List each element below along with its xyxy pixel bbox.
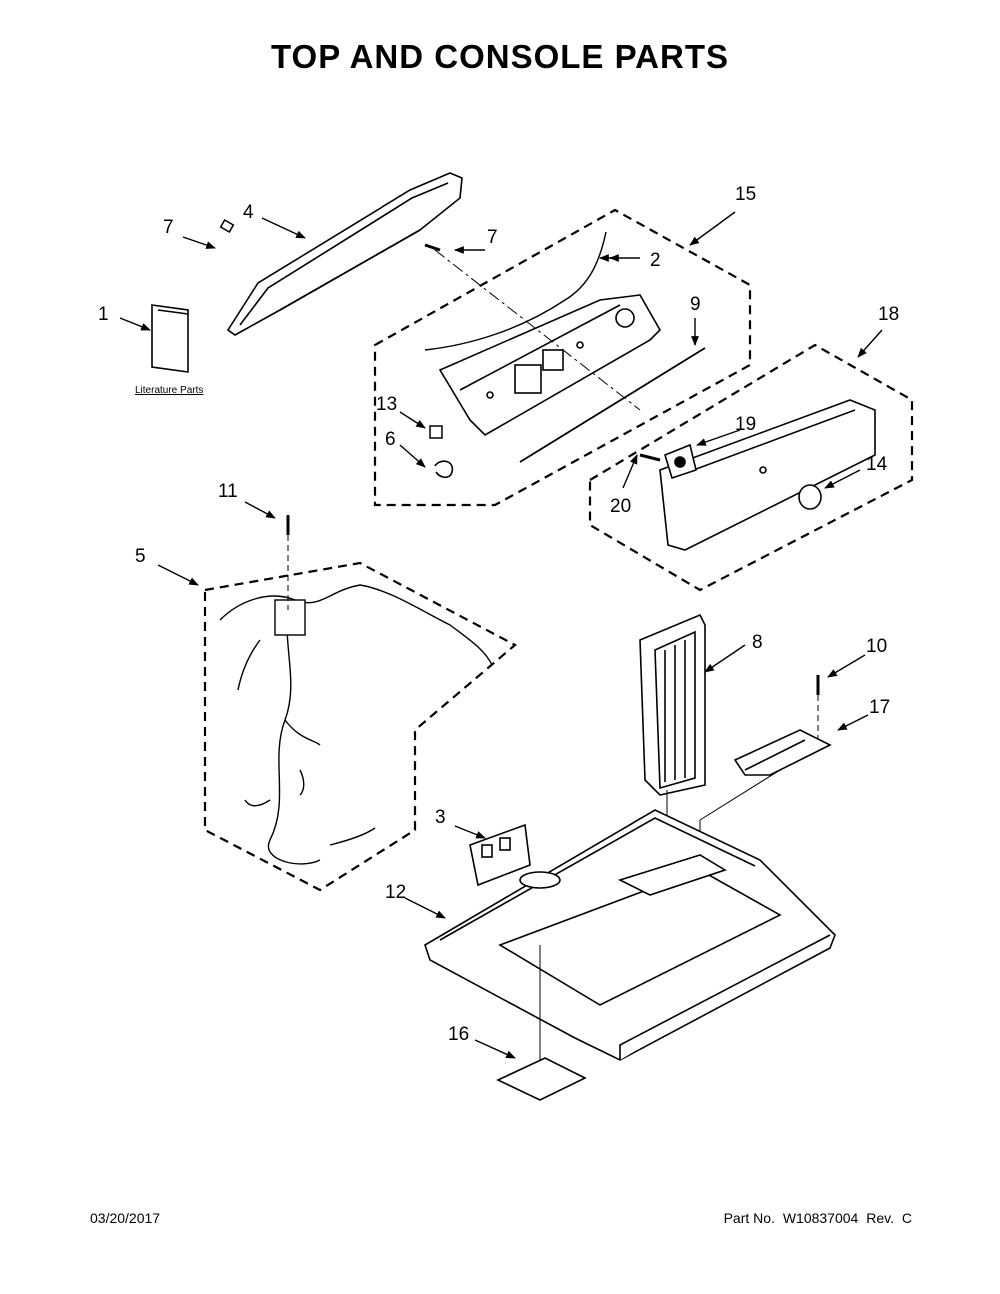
screw-7b — [424, 243, 441, 252]
footer-part-number: Part No. W10837004 Rev. C — [720, 1210, 912, 1226]
group-outline-5 — [203, 561, 517, 892]
clip-part-13 — [429, 425, 443, 439]
callout-13: 13 — [376, 394, 397, 415]
rod-part-9 — [519, 347, 706, 463]
callout-12: 12 — [385, 882, 406, 903]
group-outline-15 — [373, 208, 752, 507]
lint-screen-part-8 — [639, 613, 706, 796]
callout-4: 4 — [243, 202, 254, 223]
footer-date: 03/20/2017 — [90, 1210, 161, 1226]
callout-10: 10 — [866, 636, 887, 657]
page-title: TOP AND CONSOLE PARTS — [271, 38, 729, 75]
callout-8: 8 — [752, 632, 763, 653]
callout-2: 2 — [650, 250, 661, 271]
callout-11: 11 — [218, 481, 238, 502]
rev-label: Rev. — [866, 1210, 894, 1226]
callout-5: 5 — [135, 546, 146, 567]
callout-1: 1 — [98, 304, 109, 325]
cover-part-17 — [733, 729, 832, 776]
screw-part-20 — [639, 453, 661, 462]
callout-20: 20 — [610, 496, 631, 517]
callout-6: 6 — [385, 429, 396, 450]
label-part-16 — [496, 1057, 587, 1101]
literature-parts-label: Literature Parts — [135, 385, 203, 396]
callout-7b: 7 — [487, 227, 498, 248]
leader-lines — [119, 211, 883, 1059]
wire-part-2 — [424, 231, 607, 351]
literature-parts-booklet — [151, 304, 189, 373]
console-housing-part-15 — [438, 294, 661, 436]
part-no-label: Part No. — [723, 1210, 775, 1226]
assembly-line-7b — [434, 249, 641, 411]
console-panel-part-18 — [659, 399, 876, 551]
switch-part-19 — [664, 443, 697, 480]
callout-19: 19 — [735, 414, 756, 435]
top-panel-part-12 — [424, 809, 836, 1061]
callout-16: 16 — [448, 1024, 469, 1045]
screw-7a — [219, 219, 235, 233]
wiring-harness-part-5 — [219, 584, 493, 865]
control-board-part-3 — [469, 823, 531, 887]
group-outline-18 — [588, 343, 914, 592]
callout-17: 17 — [869, 697, 890, 718]
callout-18: 18 — [878, 304, 899, 325]
callout-7a: 7 — [163, 217, 174, 238]
console-trim-part-4 — [226, 172, 463, 336]
part-no-value: W10837004 — [782, 1210, 859, 1226]
callout-9: 9 — [690, 294, 701, 315]
callout-3: 3 — [435, 807, 446, 828]
callout-15: 15 — [735, 184, 756, 205]
clamp-part-6 — [434, 460, 454, 479]
callout-14: 14 — [866, 454, 888, 475]
rev-value: C — [901, 1210, 912, 1226]
